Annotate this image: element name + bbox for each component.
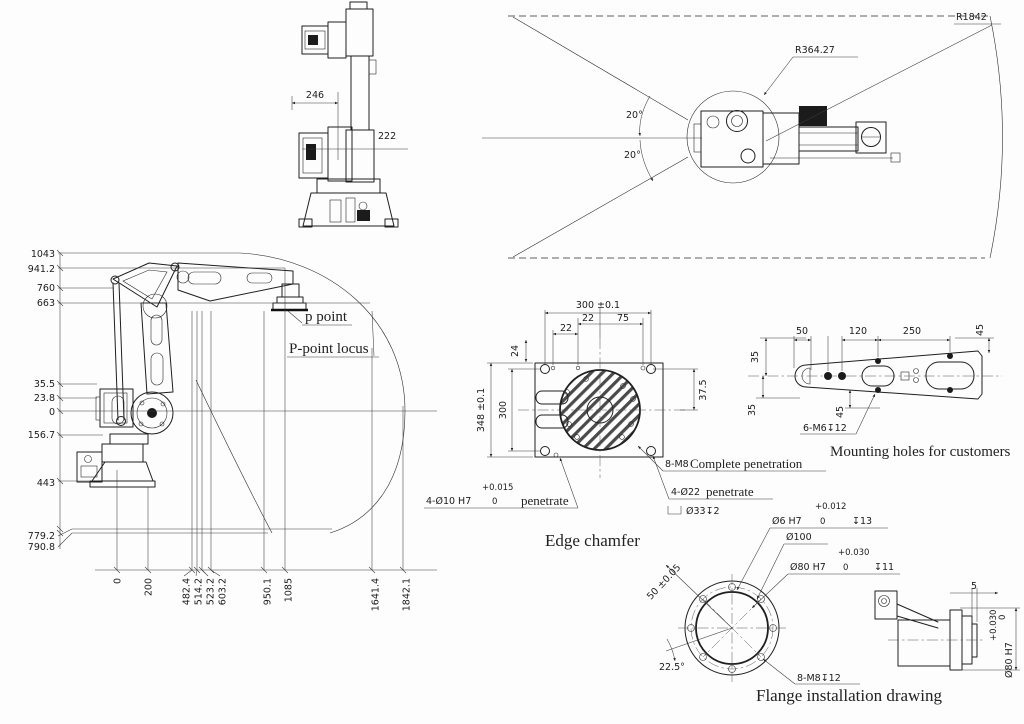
- dim-300h: 300 ±0.1: [576, 300, 620, 311]
- height-label: 1043: [31, 249, 55, 260]
- dim-22a: 22: [582, 313, 594, 324]
- top-view: 20° 20° R1842 R364.27: [482, 12, 1003, 259]
- dim-348: 348 ±0.1: [476, 388, 487, 432]
- note-d80: Ø80 H7: [790, 562, 826, 573]
- reach-label: 514.2: [194, 578, 205, 605]
- radius-label-r364: R364.27: [795, 45, 835, 56]
- note-d100: Ø100: [786, 532, 812, 543]
- dim-246: 246: [306, 90, 324, 101]
- dim-22b: 22: [560, 323, 572, 334]
- note-4d10-tol-upper: +0.015: [482, 483, 513, 493]
- angle-upper: 20°: [626, 110, 643, 121]
- dim-50: 50: [796, 326, 808, 337]
- dim-300v: 300: [498, 401, 509, 419]
- note-d6-tol-upper: +0.012: [815, 502, 846, 512]
- section-tol-upper: +0.030: [989, 610, 999, 641]
- flange-bolt-holes: [687, 583, 777, 673]
- note-d6-depth: ↧13: [852, 516, 872, 527]
- height-label: 941.2: [28, 264, 55, 275]
- base-bolt-holes: [564, 376, 636, 440]
- dim-45-bottom: 45: [835, 406, 846, 418]
- note-8m8-text: Complete penetration: [690, 456, 803, 471]
- height-label: 790.8: [28, 542, 55, 553]
- reach-label: 1641.4: [371, 578, 382, 611]
- note-8m8: 8-M8: [665, 459, 689, 470]
- dim-120: 120: [849, 326, 867, 337]
- note-4d10: 4-Ø10 H7: [426, 496, 471, 507]
- section-tol-lower: 0: [998, 615, 1008, 620]
- reach-label: 1842.1: [402, 578, 413, 611]
- note-d80-tol-upper: +0.030: [838, 548, 869, 558]
- note-d6-tol-lower: 0: [820, 517, 825, 527]
- height-label: 760: [37, 283, 55, 294]
- reach-label: 200: [144, 578, 155, 596]
- mounting-holes-caption: Mounting holes for customers: [830, 444, 1011, 460]
- reach-label: 523.2: [206, 578, 217, 605]
- note-4d22: 4-Ø22: [671, 487, 700, 498]
- section-d80: Ø80 H7: [1004, 642, 1015, 678]
- base-mounting-view: 300 ±0.1 22 75 22 24 37.5 300 348 ±0.1 8…: [424, 300, 826, 550]
- p-point-label: p point: [305, 309, 348, 325]
- note-6m6: 6-M6↧12: [803, 423, 847, 434]
- flange-view: 50 ±0.05 22.5° Ø6 H7 +0.012 0 ↧13 Ø100 Ø…: [645, 502, 1020, 705]
- reach-label: 0: [113, 578, 124, 584]
- dim-22-5deg: 22.5°: [659, 662, 685, 673]
- dim-35-bottom: 35: [747, 404, 758, 416]
- dim-250: 250: [903, 326, 921, 337]
- note-8m8-flange: 8-M8↧12: [797, 673, 841, 684]
- reach-label: 950.1: [263, 578, 274, 605]
- dim-5: 5: [971, 581, 977, 592]
- dim-222: 222: [378, 131, 396, 142]
- height-label: 0: [49, 407, 55, 418]
- front-view: 246 222: [291, 1, 408, 228]
- height-label: 35.5: [34, 379, 55, 390]
- dim-50-tol: 50 ±0.05: [645, 562, 683, 602]
- side-view: p point P-point locus 1043 941.2 760 663…: [28, 249, 437, 611]
- note-4d10-text: penetrate: [521, 493, 569, 508]
- edge-chamfer-caption: Edge chamfer: [545, 531, 640, 550]
- height-label: 663: [37, 298, 55, 309]
- dim-35-top: 35: [750, 351, 761, 363]
- flange-section-view: 5 +0.030 0 Ø80 H7: [874, 581, 1020, 678]
- radius-label-r1842: R1842: [956, 12, 987, 23]
- p-point-locus-label: P-point locus: [289, 341, 369, 357]
- reach-label: 482.4: [182, 578, 193, 605]
- note-4d22-text: penetrate: [706, 484, 754, 499]
- flange-caption: Flange installation drawing: [756, 686, 943, 705]
- note-d33-counterbore: Ø33↧2: [686, 506, 720, 517]
- reach-label: 603.2: [218, 578, 229, 605]
- dim-24: 24: [510, 345, 521, 357]
- height-label: 156.7: [28, 430, 55, 441]
- arm-mounting-view: 35 50 120 250 45 35 45 6-M6↧12 Mounting …: [747, 324, 1011, 460]
- dim-45-right: 45: [975, 324, 986, 336]
- note-d6: Ø6 H7: [772, 516, 802, 527]
- dim-37-5: 37.5: [698, 379, 709, 400]
- dim-75: 75: [617, 313, 629, 324]
- height-label: 779.2: [28, 531, 55, 542]
- angle-lower: 20°: [624, 150, 641, 161]
- note-4d10-tol-lower: 0: [492, 497, 497, 507]
- height-label: 23.8: [34, 393, 55, 404]
- note-d80-depth: ↧11: [874, 562, 894, 573]
- note-d80-tol-lower: 0: [843, 563, 848, 573]
- height-label: 443: [37, 478, 55, 489]
- reach-label: 1085: [284, 578, 295, 602]
